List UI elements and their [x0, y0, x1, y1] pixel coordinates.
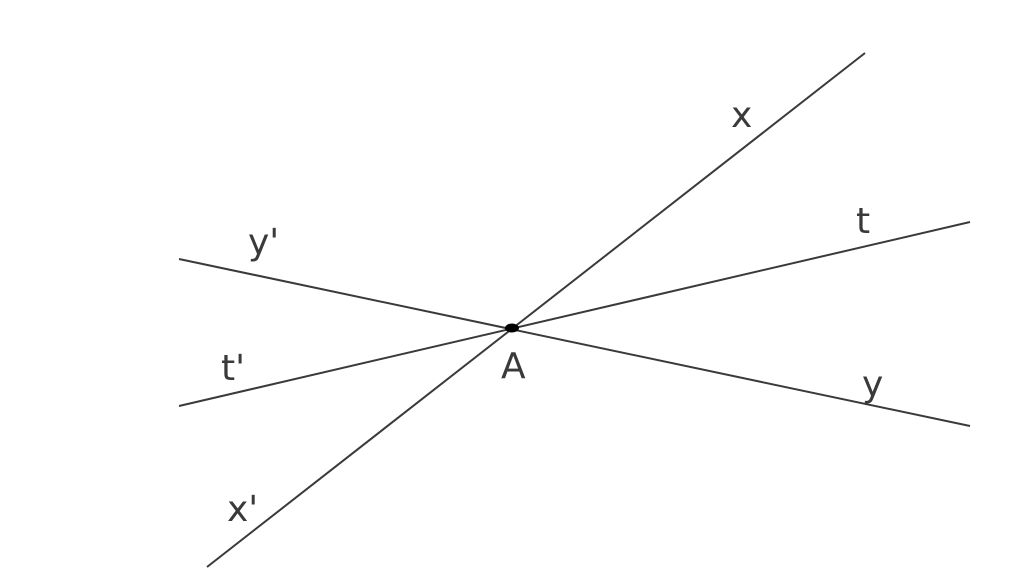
label-x-prime: x' — [227, 489, 258, 530]
label-t: t — [856, 201, 870, 242]
label-x: x — [731, 95, 752, 136]
line-x-x-prime — [206, 52, 866, 568]
point-a-label: A — [501, 346, 526, 387]
line-t-t-prime — [178, 221, 971, 407]
label-y: y — [862, 364, 883, 405]
label-y-prime: y' — [248, 222, 279, 263]
label-t-prime: t' — [221, 348, 245, 389]
line-y-y-prime — [178, 258, 971, 427]
point-a-marker — [505, 323, 519, 333]
